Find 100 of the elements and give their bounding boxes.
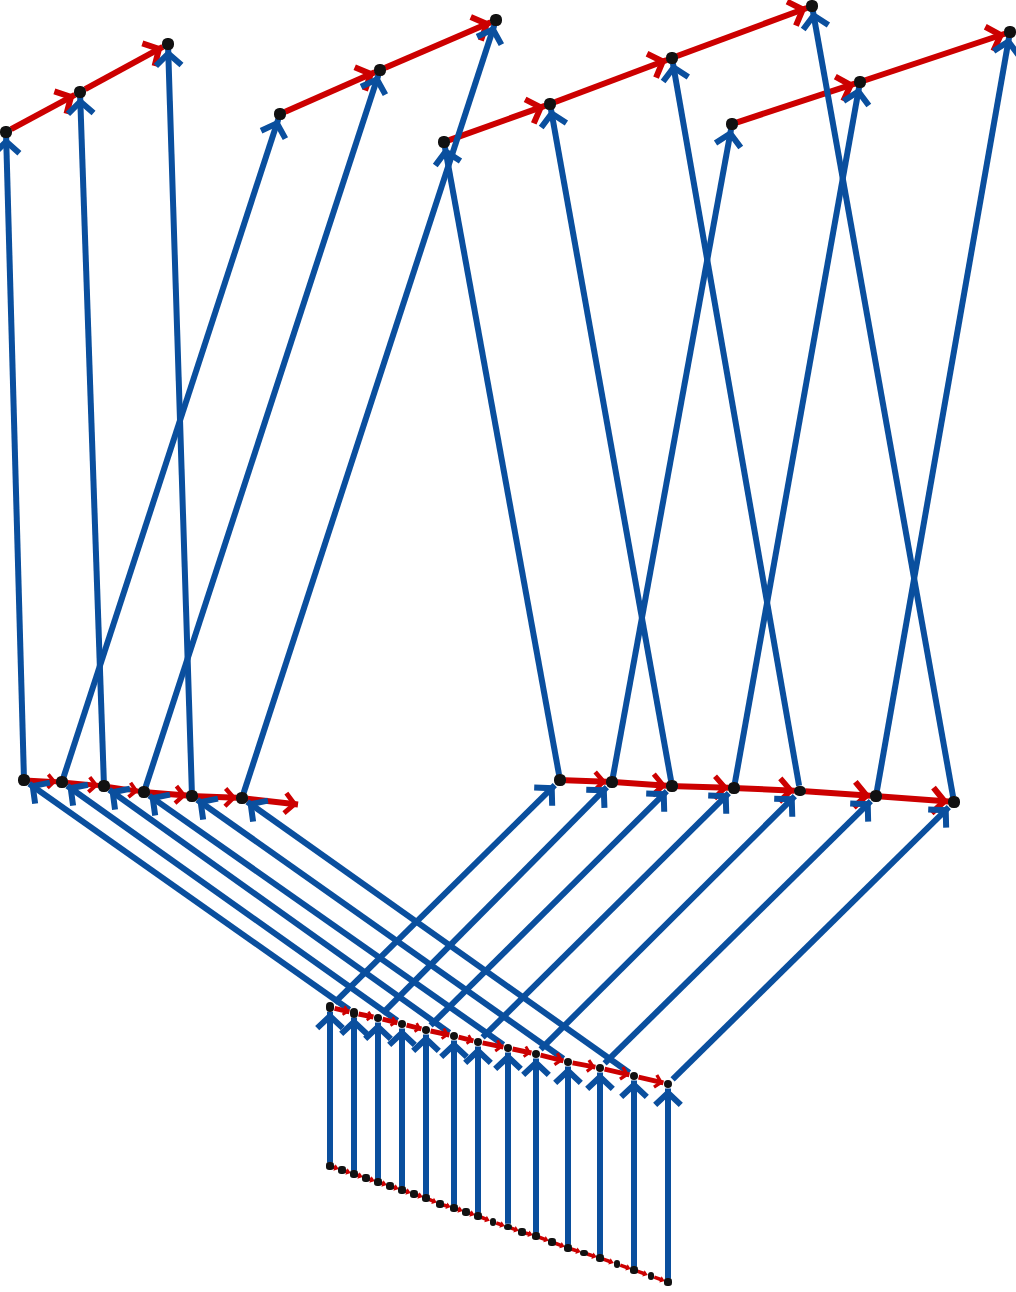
vertex-dot: [421, 1025, 431, 1035]
vertex-dot: [56, 776, 68, 788]
arrow: [805, 779, 871, 810]
arrow: [315, 1011, 345, 1163]
arrow: [430, 1027, 450, 1040]
vertex-dot: [0, 126, 12, 138]
arrow: [147, 791, 506, 1048]
arrow: [153, 49, 195, 791]
arrow: [83, 40, 165, 92]
vertex-dot: [504, 1223, 512, 1231]
arrow: [604, 1066, 630, 1081]
arrow: [653, 1088, 683, 1279]
arrow: [565, 770, 607, 793]
arrow: [448, 96, 546, 143]
vertex-dot: [374, 1178, 382, 1186]
vertex-dot: [726, 118, 738, 130]
arrow: [538, 108, 674, 782]
arrow: [363, 1022, 393, 1179]
vertex-dot: [663, 1079, 673, 1089]
vertex-dot: [489, 1218, 497, 1226]
arrow: [585, 1072, 615, 1255]
vertex-dot: [449, 1031, 459, 1041]
arrow: [619, 1080, 649, 1267]
arrow: [195, 795, 566, 1062]
arrow: [387, 1028, 417, 1187]
vertex-dot: [138, 786, 150, 798]
arrow: [736, 74, 856, 126]
vertex-dot: [474, 1212, 482, 1220]
vertex-dot: [554, 774, 566, 786]
arrow: [873, 36, 1016, 792]
arrow: [148, 784, 188, 805]
vertex-dot: [854, 76, 866, 88]
vertex-dot: [629, 1071, 639, 1081]
vertex-dot: [948, 796, 960, 808]
arrow: [65, 781, 400, 1024]
arrow: [432, 146, 562, 776]
vertex-dot: [531, 1049, 541, 1059]
vertex-dot: [794, 785, 806, 797]
arrow: [864, 24, 1006, 84]
arrow: [538, 794, 797, 1052]
vertex-dot: [503, 1043, 513, 1053]
arrow: [142, 74, 389, 788]
arrow: [428, 789, 669, 1028]
vertex-dot: [532, 1232, 540, 1240]
vertex-dot: [595, 1063, 605, 1073]
arrow: [670, 805, 951, 1082]
arrow: [540, 1052, 564, 1066]
arrow: [676, 0, 808, 59]
arrow: [380, 785, 609, 1016]
vertex-dot: [338, 1166, 346, 1174]
vertex-dot: [398, 1186, 406, 1194]
vertex-dot: [728, 782, 740, 794]
vertex-dot: [1004, 26, 1016, 38]
vertex-dot: [666, 52, 678, 64]
arrow: [339, 1017, 369, 1171]
vertex-dot: [490, 14, 502, 26]
vertex-dot: [664, 1278, 672, 1286]
vertex-dot: [548, 1238, 556, 1246]
vertex-dot: [596, 1254, 604, 1262]
vertex-dot: [397, 1019, 407, 1029]
arrow: [463, 1046, 493, 1213]
vertex-dot: [186, 790, 198, 802]
arrow: [27, 779, 352, 1013]
vertex-dot: [580, 1249, 588, 1257]
arrow: [880, 785, 950, 816]
vertex-dot: [362, 1174, 370, 1182]
vertex-dot: [74, 86, 86, 98]
vertex-dot: [349, 1008, 359, 1018]
vertex-dot: [422, 1194, 430, 1202]
arrow: [0, 137, 27, 775]
arrow: [677, 774, 729, 801]
vertex-dot: [450, 1204, 458, 1212]
arrow: [480, 791, 731, 1040]
arrow: [332, 783, 557, 1005]
arrow: [638, 1074, 664, 1089]
arrow: [493, 1052, 523, 1224]
vertex-dot: [462, 1208, 470, 1216]
arrow: [9, 88, 77, 132]
vertex-dot: [325, 1002, 335, 1012]
arrow: [245, 797, 632, 1076]
vertex-dot: [870, 790, 882, 802]
vertex-dot: [544, 98, 556, 110]
vertex-dot: [438, 136, 450, 148]
arrow: [66, 775, 100, 794]
vertex-dot: [236, 792, 248, 804]
vertex-dot: [473, 1037, 483, 1047]
vertex-dot: [350, 1170, 358, 1178]
vertex-dot: [613, 1260, 621, 1268]
arrow: [660, 62, 803, 787]
arrow: [197, 787, 237, 808]
arrow: [411, 1034, 441, 1195]
arrow: [384, 14, 492, 71]
arrow: [512, 1045, 532, 1058]
arrow: [602, 799, 873, 1066]
vertex-dot: [374, 64, 386, 76]
arrow: [554, 51, 668, 105]
arrow: [731, 86, 872, 784]
arrow: [800, 10, 957, 798]
vertex-dot: [518, 1228, 526, 1236]
vertex-dot: [386, 1182, 394, 1190]
